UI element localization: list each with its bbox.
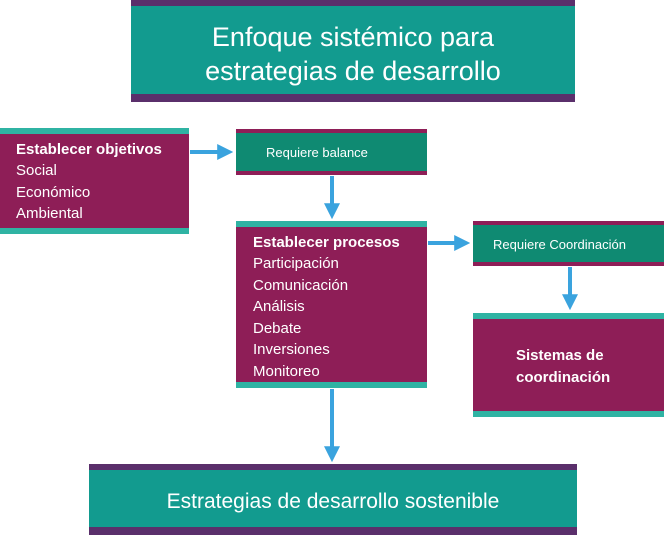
resultado-box: Estrategias de desarrollo sostenible: [89, 464, 577, 535]
objetivo-item: Ambiental: [16, 205, 83, 222]
proceso-item: Debate: [253, 319, 302, 337]
sistemas-line-1: Sistemas de: [516, 347, 604, 364]
objetivo-item: Económico: [16, 183, 91, 201]
balance-label: Requiere balance: [266, 145, 368, 160]
objetivo-item: Social: [16, 162, 57, 179]
procesos-heading: Establecer procesos: [253, 234, 400, 251]
coordinacion-label: Requiere Coordinación: [493, 237, 626, 252]
coordinacion-box: Requiere Coordinación: [473, 221, 664, 266]
proceso-item: Participación: [253, 255, 339, 272]
title-line-1: Enfoque sistémico para: [211, 22, 495, 52]
proceso-item: Comunicación: [253, 276, 349, 294]
sistemas-line-2: coordinación: [516, 369, 611, 386]
resultado-label: Estrategias de desarrollo sostenible: [166, 490, 500, 513]
procesos-box: Establecer procesos Participación Comuni…: [236, 221, 427, 388]
proceso-item: Inversiones: [253, 341, 330, 358]
title-line-2: estrategias de desarrollo: [205, 56, 501, 86]
proceso-item: Análisis: [253, 298, 305, 315]
sistemas-box: Sistemas de coordinación: [473, 313, 664, 417]
objetivos-box: Establecer objetivos Social Económico Am…: [0, 128, 189, 234]
proceso-item: Monitoreo: [253, 362, 320, 380]
title-box: Enfoque sistémico para estrategias de de…: [131, 0, 575, 102]
objetivos-heading: Establecer objetivos: [16, 141, 162, 158]
balance-box: Requiere balance: [236, 129, 427, 175]
